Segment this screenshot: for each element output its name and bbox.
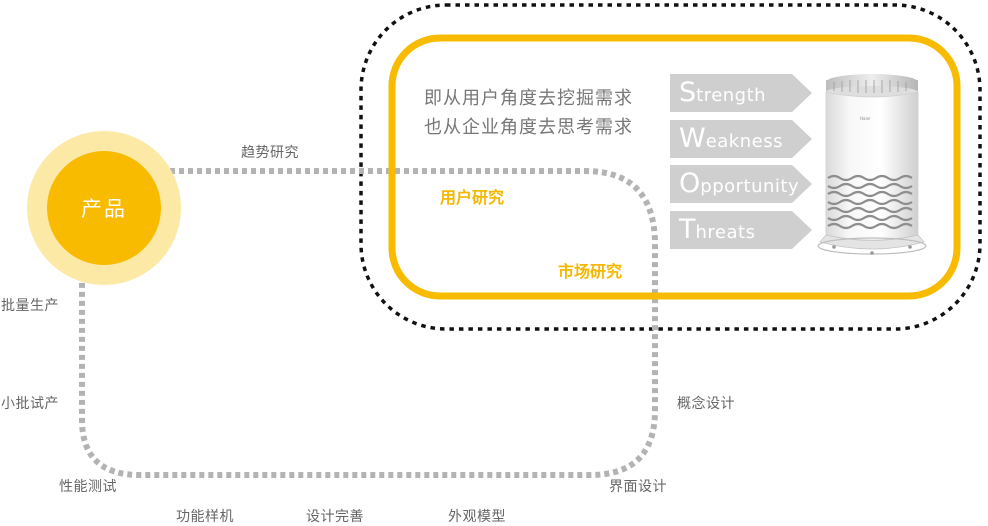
stage-appearance-model: 外观模型 (448, 509, 506, 525)
swot-strength-initial: S (679, 77, 697, 108)
inner-yellow-frame (388, 34, 961, 300)
stage-interface-design: 界面设计 (609, 479, 667, 495)
stage-concept-design: 概念设计 (677, 396, 735, 412)
stage-performance-test: 性能测试 (59, 479, 117, 495)
swot-opportunity-rest: pportunity (700, 176, 800, 197)
process-path (79, 168, 658, 478)
outer-dotted-frame (359, 3, 982, 331)
user-research-label: 用户研究 (440, 188, 505, 207)
stage-mass-production: 批量生产 (1, 298, 59, 314)
research-description: 即从用户角度去挖掘需求 也从企业角度去思考需求 (424, 84, 633, 142)
swot-opportunity-initial: O (679, 168, 701, 199)
product-label: 产品 (81, 197, 127, 221)
market-research-label: 市场研究 (558, 262, 623, 281)
swot-threats-initial: T (679, 214, 696, 245)
stage-functional-prototype: 功能样机 (176, 509, 234, 525)
swot-strength-rest: trength (696, 85, 767, 106)
swot-weakness-initial: W (679, 123, 706, 154)
swot-weakness-rest: eakness (705, 131, 783, 152)
device-brand: Haier (860, 116, 871, 121)
description-line-2: 也从企业角度去思考需求 (424, 117, 633, 138)
swot-threats-rest: hreats (695, 222, 756, 243)
description-line-1: 即从用户角度去挖掘需求 (424, 88, 633, 109)
stage-trend-research: 趋势研究 (241, 145, 299, 161)
stage-pilot-production: 小批试产 (1, 396, 59, 412)
product-circle: 产品 (47, 151, 161, 265)
stage-design-refinement: 设计完善 (306, 509, 364, 525)
air-purifier-image: Haier (817, 74, 927, 255)
